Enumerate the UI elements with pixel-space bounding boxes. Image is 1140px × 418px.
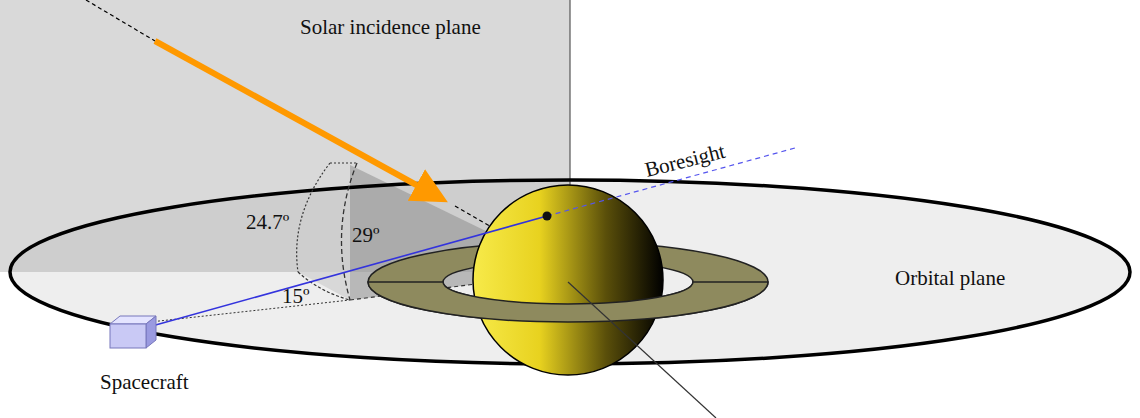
angle-label: 24.7º [246, 212, 289, 233]
boresight-label: Boresight [643, 141, 727, 181]
plane-label: Orbital plane [895, 268, 1005, 289]
angle-label: 29º [352, 225, 380, 246]
plane-label: Solar incidence plane [300, 17, 481, 38]
spacecraft-label: Spacecraft [100, 372, 189, 393]
angle-label: 15º [282, 286, 310, 307]
